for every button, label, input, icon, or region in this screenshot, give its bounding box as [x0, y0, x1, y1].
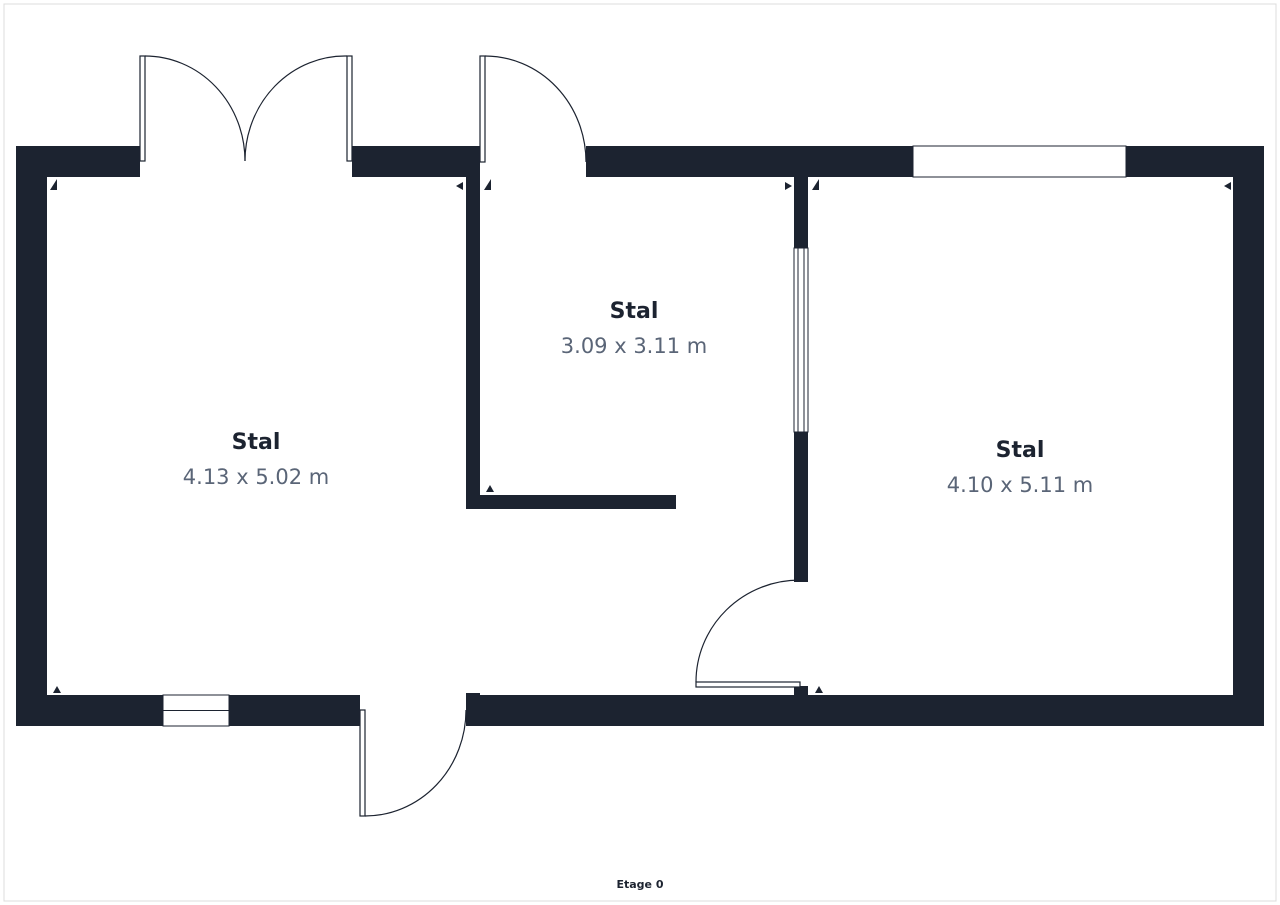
door-swing-left [144, 55, 246, 162]
door-leaf-partition [695, 681, 801, 688]
marker [785, 182, 792, 190]
room-3-size: 4.10 x 5.11 m [947, 473, 1093, 497]
marker [53, 686, 61, 693]
wall-stub [466, 693, 480, 699]
marker [1224, 182, 1231, 190]
wall-partition-bottom [794, 686, 808, 696]
door-leaf-bottom [359, 709, 366, 817]
door-leaf-left [139, 55, 146, 162]
wall-right [1233, 146, 1264, 726]
room-3-name: Stal [996, 438, 1045, 463]
window-partition [793, 247, 809, 433]
wall-partition-top [794, 177, 808, 248]
interior-walls [466, 146, 808, 699]
wall-partition-mid [794, 432, 808, 582]
door-leaf-right [346, 55, 353, 162]
wall-bottom-mid [229, 695, 360, 726]
marker [815, 686, 823, 693]
marker [486, 485, 494, 492]
door-swing-bottom [364, 709, 467, 817]
room-2-size: 3.09 x 3.11 m [561, 334, 707, 358]
window-top-right [912, 145, 1127, 178]
page-frame [3, 3, 1277, 902]
wall-top-mid [352, 146, 480, 177]
wall-left [16, 146, 47, 726]
door-swing-partition [695, 579, 801, 683]
door-swing-right [244, 55, 348, 162]
marker [50, 179, 57, 190]
room-1-size: 4.13 x 5.02 m [183, 465, 329, 489]
windows [162, 145, 1127, 727]
marker [456, 182, 463, 190]
room-1-name: Stal [232, 430, 281, 455]
marker [812, 179, 819, 190]
wall-inner-horizontal [466, 495, 676, 509]
room-labels: Stal 4.13 x 5.02 m Stal 3.09 x 3.11 m St… [183, 299, 1093, 497]
room-2-name: Stal [610, 299, 659, 324]
dimension-markers [50, 179, 1231, 693]
door-swing-top [484, 55, 587, 163]
exterior-walls [16, 146, 1264, 726]
marker [484, 179, 491, 190]
doors [139, 55, 801, 817]
wall-inner-vertical [466, 146, 480, 509]
door-leaf-top [479, 55, 486, 163]
floor-label: Etage 0 [616, 878, 663, 891]
wall-top-center [586, 146, 913, 177]
wall-bottom-right [466, 695, 1264, 726]
wall-bottom-left [16, 695, 163, 726]
